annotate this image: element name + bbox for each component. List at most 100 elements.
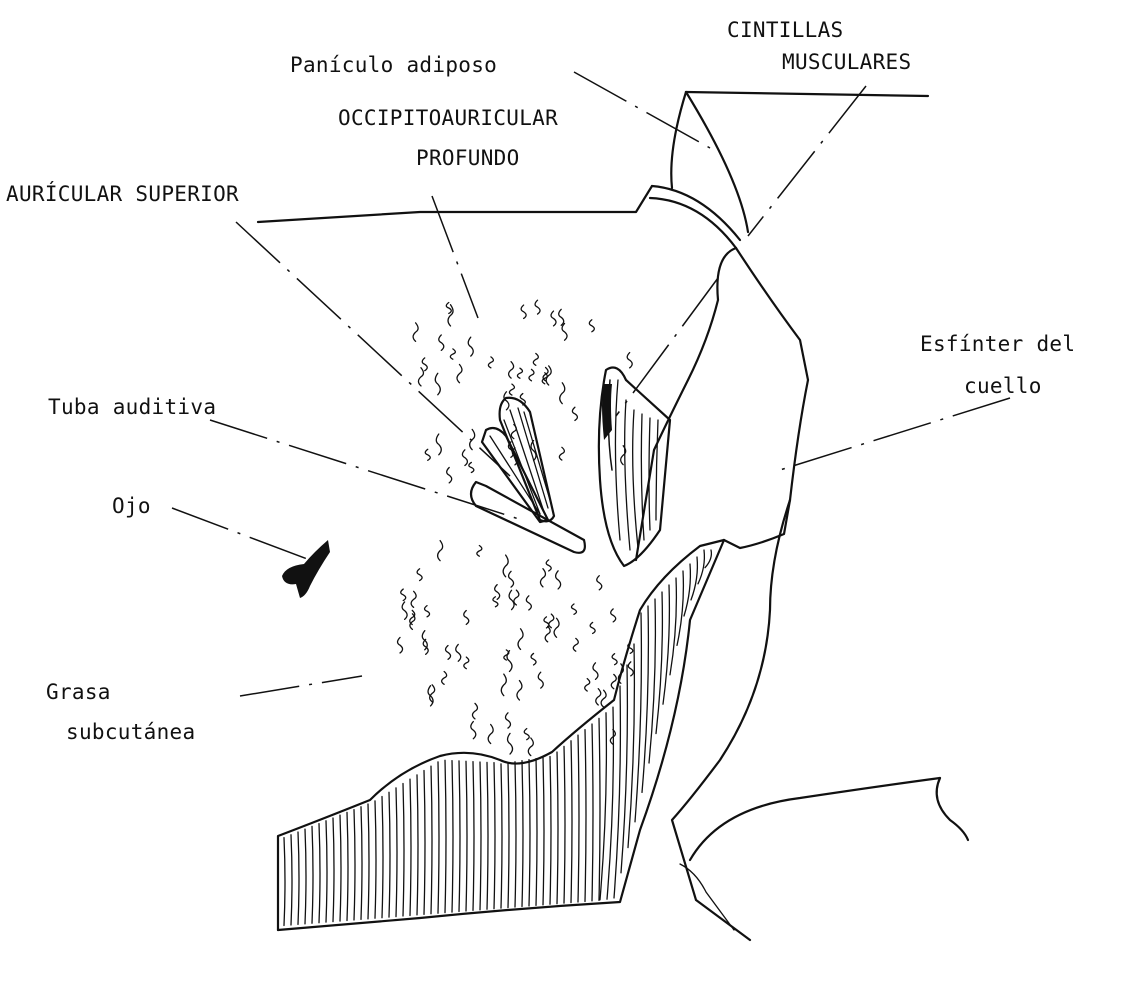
striation-line [691, 557, 697, 600]
fat-squiggle [589, 320, 594, 332]
fat-squiggle [504, 392, 509, 410]
striation-line [431, 766, 432, 914]
striation-line [656, 592, 662, 734]
striation-line [410, 779, 411, 915]
fat-squiggle [596, 689, 601, 705]
striation-line [557, 752, 558, 904]
fat-squiggle [585, 679, 590, 691]
fat-squiggle [472, 703, 477, 719]
striation-line [578, 735, 579, 902]
leader-cintillas [748, 86, 866, 236]
fat-squiggle [425, 449, 430, 460]
fat-squiggle [509, 571, 514, 587]
fat-squiggle [418, 368, 423, 386]
fat-squiggle [462, 450, 467, 466]
striation-line [529, 760, 530, 906]
striation-line [354, 810, 355, 920]
fat-squiggle [509, 362, 514, 378]
striation-line [312, 826, 313, 923]
fat-squiggle [425, 606, 430, 617]
fat-squiggle [469, 462, 474, 472]
fat-squiggle [464, 611, 469, 625]
fat-squiggle [501, 674, 506, 696]
striation-line [501, 764, 502, 908]
fat-squiggle [593, 663, 598, 679]
striation-line [417, 775, 418, 915]
fat-squiggle [538, 672, 543, 688]
striation-line [473, 762, 474, 911]
fat-squiggle [401, 589, 406, 600]
striation-line [515, 762, 516, 907]
striation-line [642, 606, 648, 792]
label-cintillas-1: CINTILLAS [727, 20, 844, 41]
striation-line [438, 762, 439, 913]
striation-line [599, 718, 600, 900]
striation-line [508, 763, 509, 908]
striation-line [291, 835, 292, 925]
striation-line [333, 818, 334, 922]
striation-line [389, 792, 390, 917]
platysma-striations [284, 550, 711, 926]
striation-line [670, 578, 676, 675]
fat-squiggle [597, 576, 602, 590]
leader-paniculo [574, 72, 710, 148]
fat-squiggle [488, 724, 493, 743]
fat-squiggle [549, 614, 554, 628]
label-esfinter-2: cuello [964, 376, 1042, 397]
fat-squiggle [562, 323, 567, 340]
fat-squiggle [528, 738, 533, 756]
striation-line [466, 761, 467, 911]
fat-squiggle [509, 590, 514, 609]
striation-line [305, 829, 306, 924]
label-grasa-1: Grasa [46, 682, 111, 703]
striation-line [564, 746, 565, 903]
striation-line [494, 763, 495, 909]
fat-squiggle [540, 569, 545, 587]
striation-line [621, 665, 627, 873]
fat-squiggle [493, 597, 498, 607]
fat-squiggle [442, 672, 447, 685]
leader-grasa [240, 676, 362, 696]
striation-line [614, 686, 620, 898]
fat-squiggle [456, 644, 461, 661]
fat-squiggle [509, 384, 514, 395]
striation-line [445, 760, 446, 912]
fat-squiggle [573, 638, 578, 651]
striation-line [347, 812, 348, 920]
label-tuba: Tuba auditiva [48, 397, 216, 418]
striation-line [375, 801, 376, 918]
fat-squiggle [521, 305, 526, 318]
fat-squiggle [413, 323, 418, 341]
fat-squiggle [628, 662, 633, 676]
label-occipito-1: OCCIPITOAURICULAR [338, 108, 558, 129]
fat-squiggle [611, 609, 616, 622]
eye-shape [282, 540, 330, 598]
fat-squiggle [511, 425, 516, 439]
striation-line [600, 713, 606, 900]
striation-line [403, 784, 404, 916]
label-occipito-2: PROFUNDO [416, 148, 520, 169]
fat-squiggle [554, 618, 559, 637]
striation-line [536, 759, 537, 906]
striation-line [663, 585, 669, 704]
subcutaneous-fat-squiggles [398, 300, 634, 755]
leader-lines [172, 72, 1010, 696]
fat-squiggle [590, 622, 595, 633]
striation-line [698, 550, 704, 584]
striation-line [543, 758, 544, 905]
striation-line [550, 757, 551, 905]
fat-squiggle [477, 546, 482, 557]
dissection-outlines [258, 92, 968, 940]
fat-squiggle [531, 653, 536, 664]
fat-squiggle [518, 629, 523, 650]
striation-line [635, 613, 641, 822]
fat-squiggle [505, 713, 510, 728]
fat-squiggle [447, 467, 452, 482]
leader-auricular [236, 222, 510, 476]
fat-squiggle [398, 637, 403, 653]
striation-line [522, 761, 523, 907]
fat-squiggle [508, 733, 513, 754]
striation-line [368, 804, 369, 919]
fat-squiggle [612, 654, 617, 665]
